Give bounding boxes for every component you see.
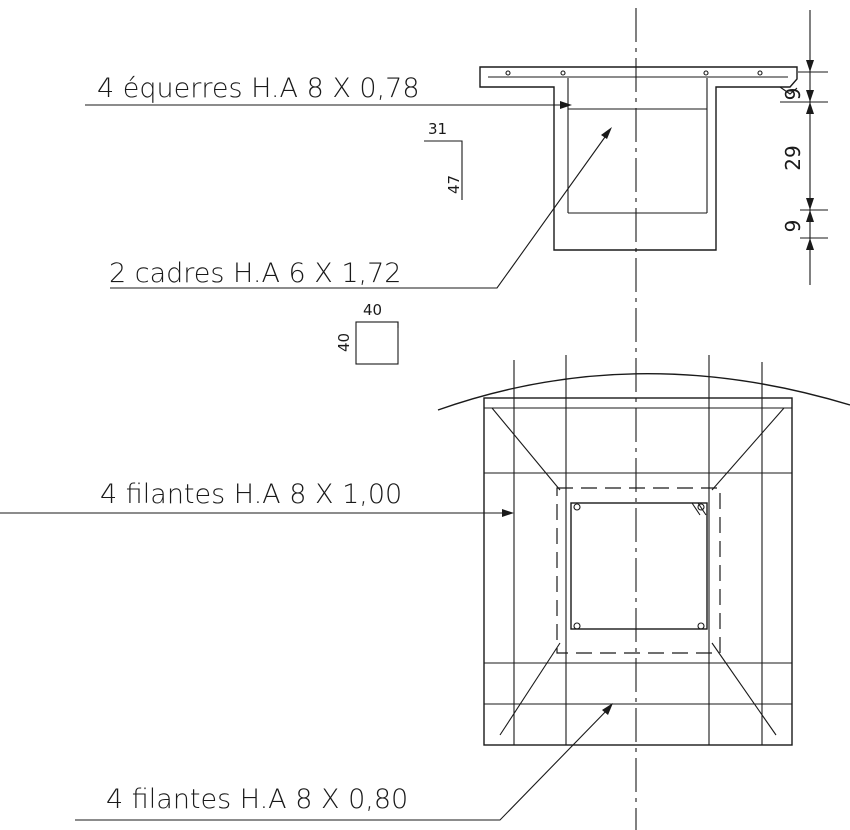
label-filantes-top: 4 filantes H.A 8 X 1,00 xyxy=(100,479,402,510)
dim-bottom: 9 xyxy=(781,220,805,233)
slab-outline xyxy=(479,66,798,251)
cadre-height: 40 xyxy=(335,333,353,352)
dim-middle: 29 xyxy=(781,145,805,170)
plan-dashed-rect xyxy=(556,487,721,654)
slab-end xyxy=(779,86,798,95)
equerre-vertical-length: 47 xyxy=(445,175,463,194)
outer-arc xyxy=(437,373,850,411)
slab-bar-dot xyxy=(703,70,709,76)
callout-filantes-bottom: 4 filantes H.A 8 X 0,80 xyxy=(75,703,613,821)
slab-bar-dot xyxy=(505,70,511,76)
equerre-shape: 31 47 xyxy=(424,120,463,200)
equerre-horizontal-length: 31 xyxy=(428,120,447,138)
label-filantes-bottom: 4 filantes H.A 8 X 0,80 xyxy=(106,784,408,815)
cadre-width: 40 xyxy=(363,301,382,319)
label-equerres: 4 équerres H.A 8 X 0,78 xyxy=(97,73,420,104)
callout-filantes-top: 4 filantes H.A 8 X 1,00 xyxy=(0,479,514,517)
dim-top: 9 xyxy=(781,88,805,101)
label-cadres: 2 cadres H.A 6 X 1,72 xyxy=(109,258,401,289)
cadre-shape: 40 40 xyxy=(335,301,399,365)
dimension-chain: 9 29 9 xyxy=(780,10,828,285)
plan-inner-rect xyxy=(570,502,708,630)
plan-view xyxy=(437,355,850,746)
slab-bar-dot xyxy=(757,70,763,76)
slab-bar-dot xyxy=(560,70,566,76)
callout-cadres: 2 cadres H.A 6 X 1,72 xyxy=(109,127,612,289)
plan-outer-rect xyxy=(483,397,793,746)
beam-section xyxy=(479,66,798,251)
callout-equerres: 4 équerres H.A 8 X 0,78 xyxy=(85,73,572,109)
